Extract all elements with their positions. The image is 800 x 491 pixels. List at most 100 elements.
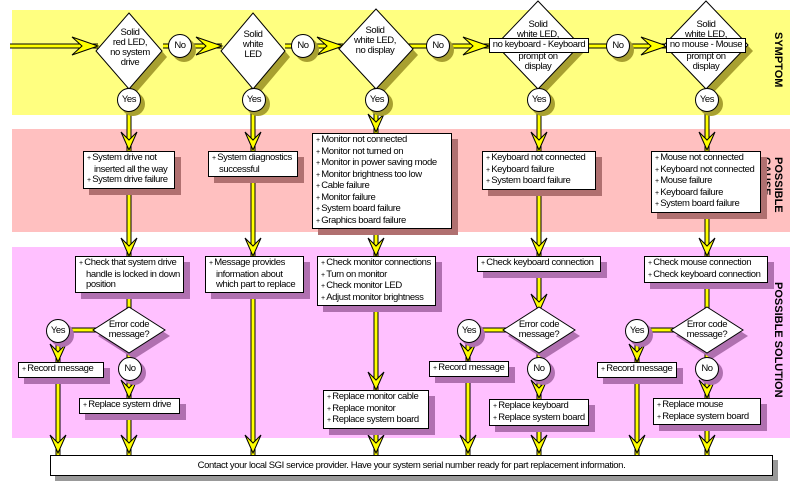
line: Solid xyxy=(243,29,263,40)
yes-circle: Yes xyxy=(117,88,141,112)
line: Error code xyxy=(108,319,150,330)
cause-item: System drive failure xyxy=(87,174,171,187)
arrow-down-icon xyxy=(244,131,262,152)
cause-item: Monitor failure xyxy=(316,192,448,205)
cause-item: Keyboard failure xyxy=(486,164,592,177)
arrow-down-icon xyxy=(628,343,646,364)
arrow-down-icon xyxy=(49,343,67,364)
line: Error code xyxy=(518,319,560,330)
arrow-right-icon xyxy=(71,36,100,56)
error-code-diamond xyxy=(502,306,576,354)
line: drive xyxy=(120,57,140,68)
solution-box-2: Message provides information about which… xyxy=(205,256,304,293)
arrow-down-icon xyxy=(120,434,138,455)
solution-box-3: Check monitor connectionsTurn on monitor… xyxy=(317,256,436,306)
cause-item: Monitor brightness too low xyxy=(316,169,448,182)
cause-box-2: System diagnostics successful xyxy=(208,151,298,177)
line: white LED, xyxy=(354,35,396,46)
yes-circle: Yes xyxy=(242,88,266,112)
line: Solid xyxy=(528,19,548,30)
cause-item: System board failure xyxy=(655,198,757,211)
solution-item: Check monitor LED xyxy=(321,280,432,293)
line: no display xyxy=(355,45,395,56)
arrow-down-icon xyxy=(530,293,548,314)
solution-item: Check monitor connections xyxy=(321,257,432,270)
replace-box-3: Replace keyboardReplace system board xyxy=(489,399,589,426)
record-message-box: Record message xyxy=(18,362,104,378)
replace-item: Replace system drive xyxy=(83,399,176,412)
arrow-down-icon xyxy=(459,342,477,363)
arrow-right-icon xyxy=(195,36,224,56)
line: red LED, xyxy=(112,37,148,48)
cause-item: Monitor not turned on xyxy=(316,146,448,159)
cause-box-3: Monitor not connectedMonitor not turned … xyxy=(312,133,452,229)
cause-item: Monitor in power saving mode xyxy=(316,157,448,170)
record-message-box: Record message xyxy=(597,362,677,378)
no-circle: No xyxy=(426,34,450,58)
cause-box-5: Mouse not connectedKeyboard not connecte… xyxy=(651,151,761,213)
arrow-down-icon xyxy=(530,379,548,400)
solution-box-4: Check keyboard connection xyxy=(477,256,601,272)
no-circle: No xyxy=(527,357,551,381)
cause-label: POSSIBLE CAUSE xyxy=(760,157,784,213)
line: display xyxy=(524,61,552,72)
arrow-down-icon xyxy=(244,434,262,455)
arrow-down-icon xyxy=(530,237,548,258)
solution-item: Check that system drive handle is locked… xyxy=(79,257,180,291)
arrow-down-icon xyxy=(698,434,716,455)
line: no system xyxy=(110,47,150,58)
yes-circle: Yes xyxy=(365,88,389,112)
line: white xyxy=(242,39,264,50)
line: Solid xyxy=(696,19,716,30)
solution-box-5: Check mouse connectionCheck keyboard con… xyxy=(644,256,768,283)
arrow-right-icon xyxy=(462,36,491,56)
solution-box-1: Check that system drive handle is locked… xyxy=(75,256,184,293)
record-item: Record message xyxy=(22,363,100,376)
line: LED xyxy=(244,49,262,60)
yes-circle: Yes xyxy=(457,319,481,343)
no-circle: No xyxy=(118,357,142,381)
no-circle: No xyxy=(606,34,630,58)
no-circle: No xyxy=(291,34,315,58)
replace-item: Replace monitor cable xyxy=(327,391,425,404)
arrow-right-icon xyxy=(640,36,669,56)
no-circle: No xyxy=(168,34,192,58)
cause-item: Keyboard not connected xyxy=(486,152,592,165)
cause-item: Cable failure xyxy=(316,180,448,193)
error-code-diamond xyxy=(92,306,166,354)
replace-item: Replace mouse xyxy=(657,399,757,412)
cause-item: System diagnostics successful xyxy=(212,152,294,175)
line: prompt on xyxy=(686,51,726,62)
solution-item: Check keyboard connection xyxy=(481,257,597,270)
yes-circle: Yes xyxy=(527,88,551,112)
cause-item: System board failure xyxy=(486,175,592,188)
cause-item: Monitor not connected xyxy=(316,134,448,147)
arrow-down-icon xyxy=(367,237,385,258)
cause-item: Mouse not connected xyxy=(655,152,757,165)
symptom-label: SYMPTOM xyxy=(772,32,784,88)
replace-item: Replace monitor xyxy=(327,403,425,416)
line: message? xyxy=(686,329,728,340)
arrow-down-icon xyxy=(120,379,138,400)
arrow-right-icon xyxy=(316,36,345,56)
arrow-down-icon xyxy=(698,379,716,400)
cause-item: System board failure xyxy=(316,203,448,216)
cause-item: Keyboard not connected xyxy=(655,164,757,177)
replace-item: Replace system board xyxy=(657,411,757,424)
line: white LED, xyxy=(685,29,727,40)
no-circle: No xyxy=(695,357,719,381)
symptom-4-keyline: no keyboard - Keyboard xyxy=(489,38,589,53)
replace-box-2: Replace monitor cableReplace monitorRepl… xyxy=(323,390,429,429)
cause-item: System drive not inserted all the way xyxy=(87,152,171,175)
symptom-5-keyline: no mouse - Mouse xyxy=(666,38,746,53)
